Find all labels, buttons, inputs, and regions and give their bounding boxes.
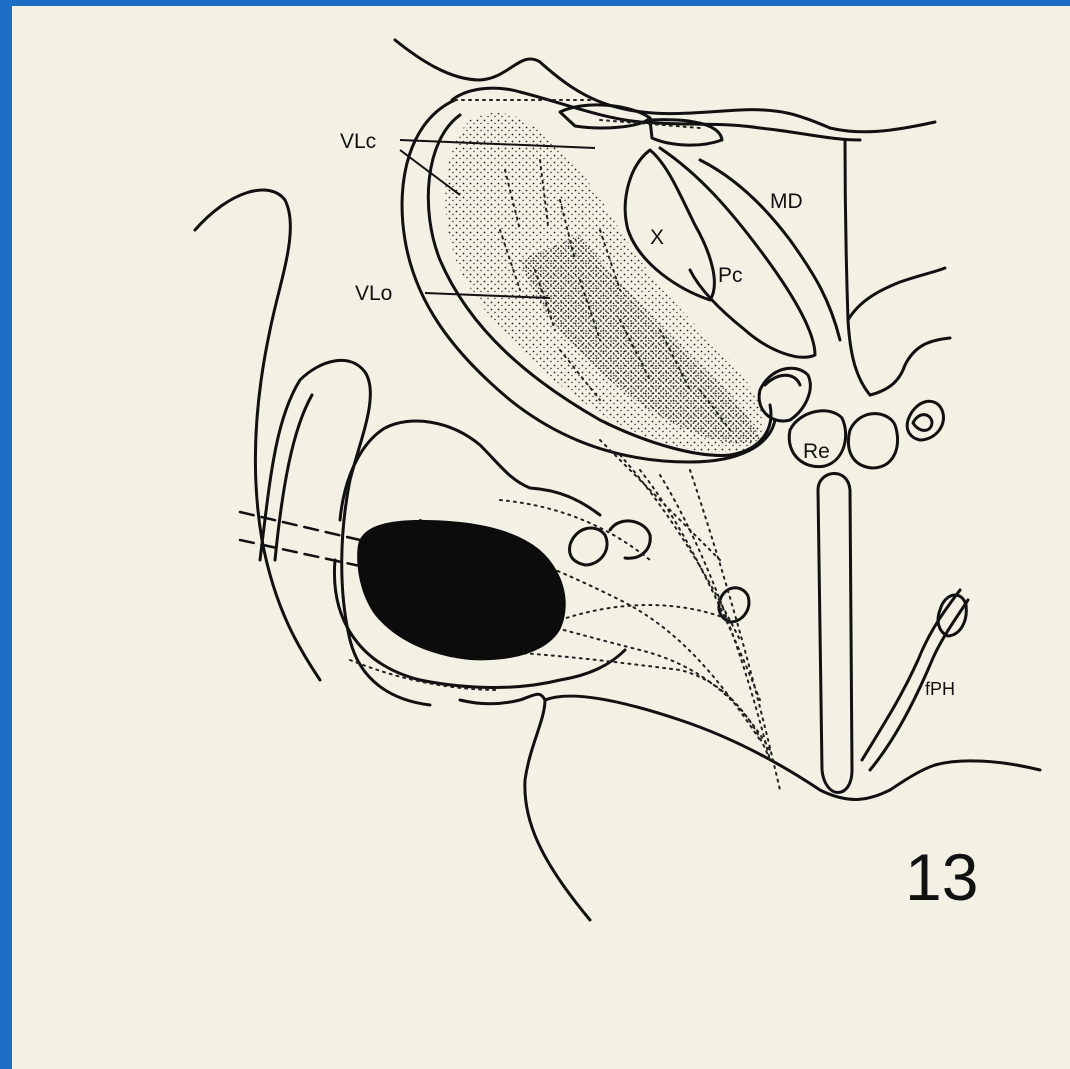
lateral-contour-3: [275, 395, 312, 560]
label-re: Re: [803, 440, 830, 463]
lateral-contour-1: [195, 190, 320, 680]
lesion: [357, 520, 566, 660]
small-loop-2: [610, 521, 650, 558]
fph-tract: [862, 590, 960, 760]
midline-right: [848, 268, 945, 320]
small-loop-1: [570, 528, 608, 565]
small-loop-3: [719, 588, 749, 622]
label-md: MD: [770, 190, 803, 213]
re-right: [848, 414, 897, 468]
figure-number: 13: [905, 840, 978, 914]
right-contour: [870, 338, 950, 395]
label-vlo: VLo: [355, 282, 392, 305]
label-vlc: VLc: [340, 130, 376, 153]
lower-contour-2: [545, 696, 890, 799]
ventricle: [818, 473, 852, 792]
midline-left: [845, 140, 870, 395]
right-loop-inner: [913, 415, 932, 431]
label-x: X: [650, 226, 664, 249]
label-pc: Pc: [718, 264, 743, 287]
md-boundary: [700, 160, 840, 340]
lower-contour: [460, 694, 590, 920]
label-fph: fPH: [925, 679, 955, 699]
right-lower-contour: [890, 761, 1040, 790]
capsule-outer: [340, 421, 600, 520]
